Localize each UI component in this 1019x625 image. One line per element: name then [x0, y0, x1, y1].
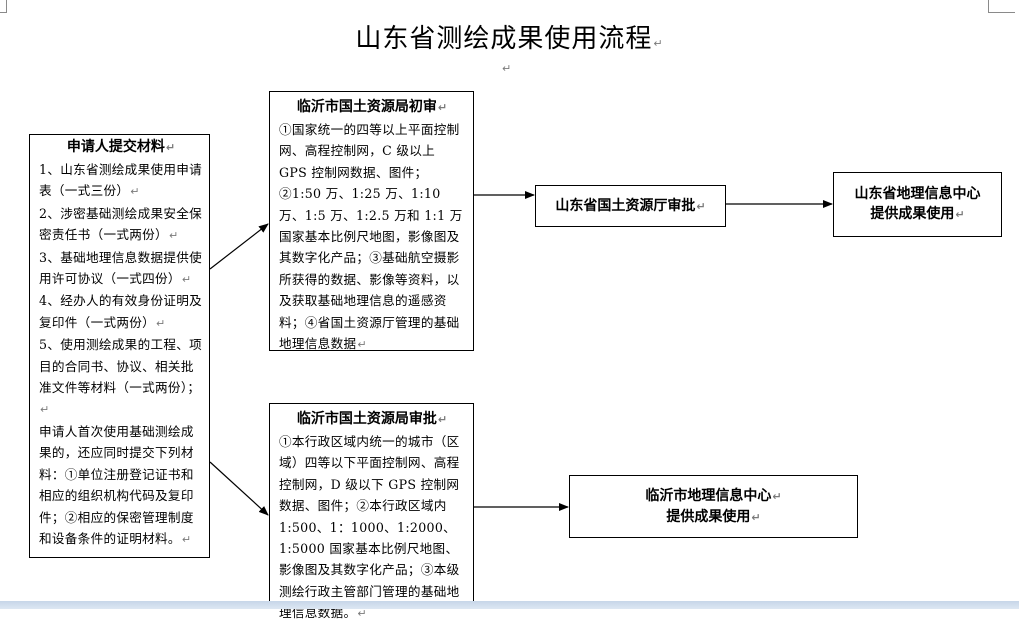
applicant-material-item: 2、涉密基础测绘成果安全保密责任书（一式两份）↵ [39, 205, 203, 243]
city-approval-box: 临沂市国土资源局审批↵ ①本行政区域内统一的城市（区域）四等以下平面控制网、高程… [269, 403, 474, 620]
applicant-materials-box: 申请人提交材料↵ 1、山东省测绘成果使用申请表（一式三份）↵ 2、涉密基础测绘成… [29, 134, 210, 558]
paragraph-mark-icon: ↵ [168, 229, 179, 243]
city-initial-review-box: 临沂市国土资源局初审↵ ①国家统一的四等以上平面控制网、高程控制网，C 级以上 … [269, 91, 474, 351]
city-initial-review-scope: ①国家统一的四等以上平面控制网、高程控制网，C 级以上 GPS 控制网数据、图件… [279, 122, 463, 352]
city-initial-review-heading: 临沂市国土资源局初审↵ [296, 99, 448, 115]
applicant-material-item: 4、经办人的有效身份证明及复印件（一式两份）↵ [39, 293, 203, 330]
province-approval-label: 山东省国土资源厅审批↵ [555, 197, 706, 214]
paragraph-mark-icon: ↵ [653, 37, 664, 50]
city-geoinfo-center-box: 临沂市地理信息中心↵ 提供成果使用↵ [569, 475, 858, 538]
city-geoinfo-center-service: 提供成果使用↵ [666, 508, 761, 525]
paragraph-mark-icon: ↵ [156, 316, 166, 330]
applicant-material-item: 5、使用测绘成果的工程、项目的合同书、协议、相关批准文件等材料（一式两份）；↵ [39, 337, 203, 417]
paragraph-mark-icon: ↵ [696, 199, 706, 213]
paragraph-mark-icon: ↵ [955, 208, 965, 221]
city-approval-heading: 临沂市国土资源局审批↵ [296, 411, 448, 427]
paragraph-mark-icon: ↵ [181, 273, 192, 287]
page-corner-mark-right [988, 0, 1015, 13]
paragraph-mark-icon: ↵ [357, 338, 367, 352]
paragraph-mark-icon: ↵ [40, 403, 50, 417]
province-geoinfo-center-name: 山东省地理信息中心 [854, 186, 981, 202]
city-geoinfo-center-name: 临沂市地理信息中心↵ [645, 487, 782, 504]
arrow-applicant-to-city-review [209, 223, 269, 270]
province-approval-box: 山东省国土资源厅审批↵ [535, 185, 726, 227]
status-bar [0, 601, 1019, 609]
paragraph-mark-icon: ↵ [165, 141, 176, 154]
city-approval-scope: ①本行政区域内统一的城市（区域）四等以下平面控制网、高程控制网，D 级以下 GP… [279, 434, 460, 621]
province-geoinfo-center-box: 山东省地理信息中心 提供成果使用↵ [833, 172, 1002, 237]
applicant-material-list: 1、山东省测绘成果使用申请表（一式三份）↵ 2、涉密基础测绘成果安全保密责任书（… [39, 159, 203, 550]
paragraph-mark-icon: ↵ [502, 62, 512, 75]
paragraph-mark-icon: ↵ [437, 101, 448, 114]
applicant-first-use-note: 申请人首次使用基础测绘成果的，还应同时提交下列材料：①单位注册登记证书和相应的组… [39, 423, 194, 546]
paragraph-mark-icon: ↵ [437, 413, 448, 426]
paragraph-mark-icon: ↵ [357, 607, 367, 621]
page-corner-mark-left [0, 0, 7, 13]
paragraph-mark-icon: ↵ [772, 489, 782, 503]
page-title: 山东省测绘成果使用流程↵ [0, 22, 1019, 61]
applicant-material-item: 1、山东省测绘成果使用申请表（一式三份）↵ [39, 162, 203, 199]
paragraph-mark-icon: ↵ [130, 185, 140, 199]
page-title-text: 山东省测绘成果使用流程 [355, 24, 653, 54]
province-geoinfo-center-service: 提供成果使用↵ [870, 206, 965, 222]
arrow-applicant-to-city-approval [209, 461, 269, 516]
paragraph-mark-icon: ↵ [751, 510, 761, 524]
paragraph-mark-icon: ↵ [181, 532, 192, 546]
applicant-heading: 申请人提交材料↵ [66, 139, 176, 155]
applicant-material-item: 3、基础地理信息数据提供使用许可协议（一式四份）↵ [39, 249, 203, 287]
flow-arrows [209, 191, 833, 516]
